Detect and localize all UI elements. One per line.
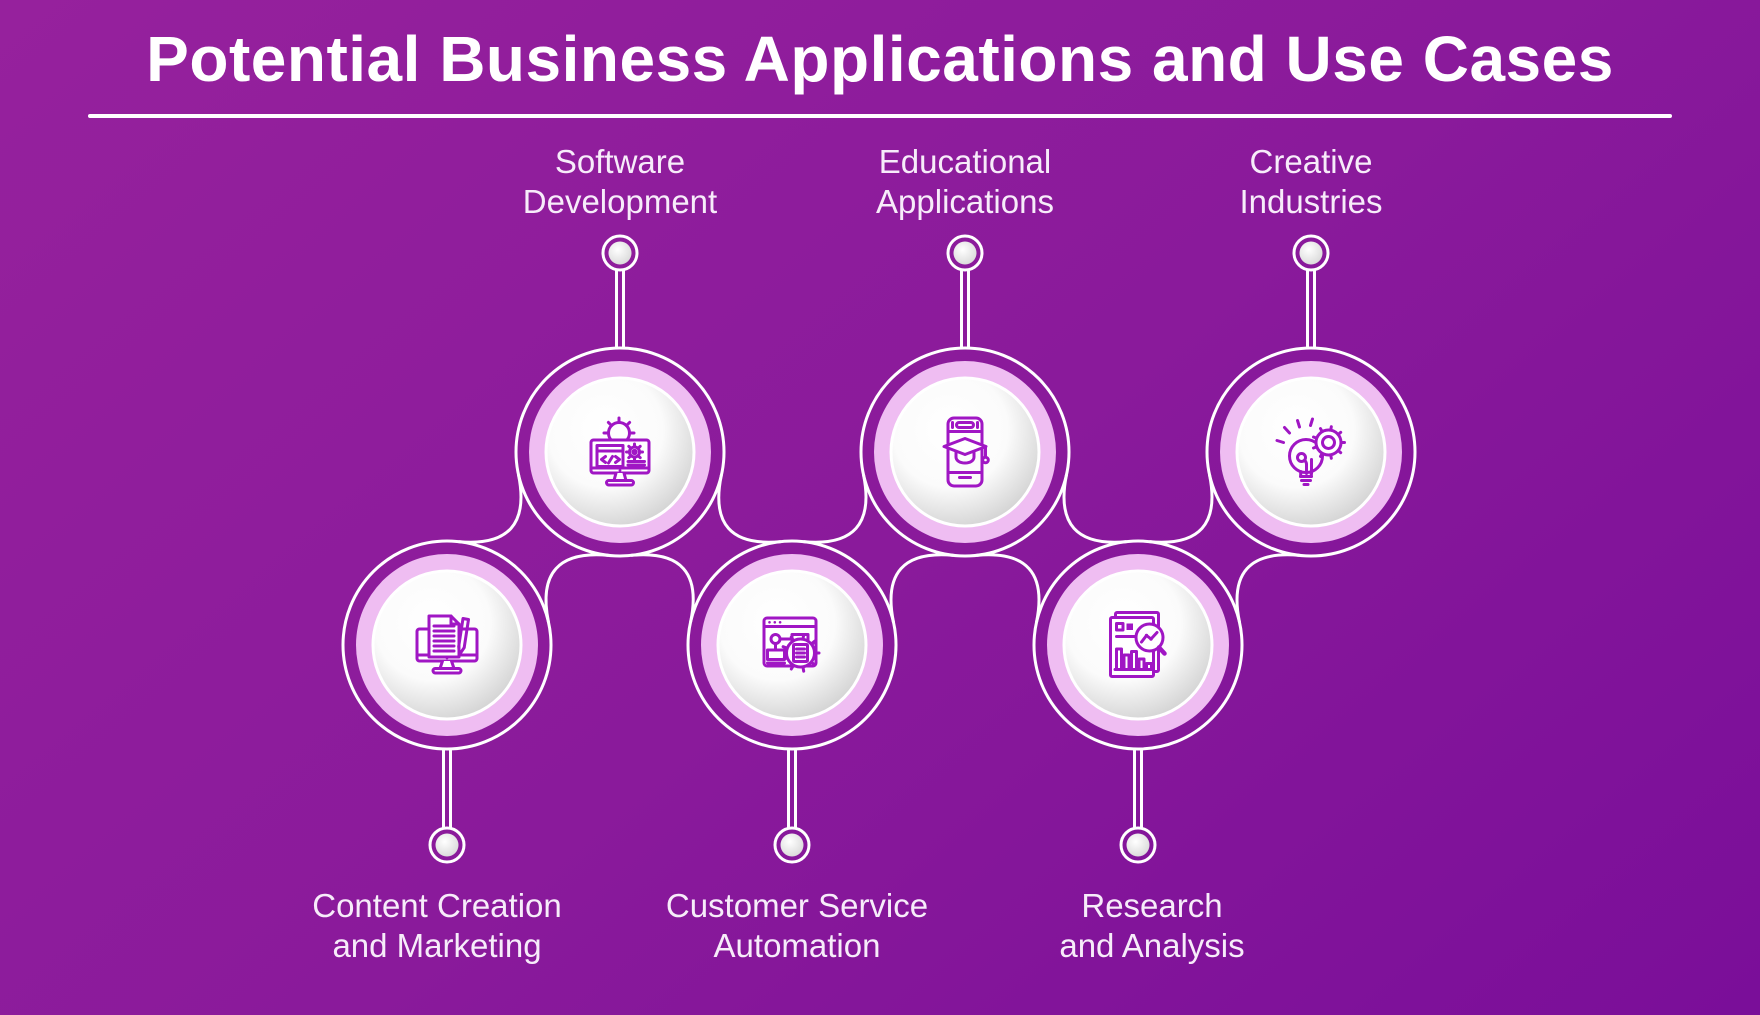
- connector-links: [428, 234, 1330, 864]
- label-customer-service-automation: Customer Service Automation: [627, 886, 967, 966]
- customer-service-icon: [762, 616, 821, 673]
- label-line: Creative: [1249, 143, 1373, 180]
- page-title: Potential Business Applications and Use …: [146, 23, 1614, 95]
- educational-applications-icon: [942, 416, 990, 488]
- label-line: Software: [554, 143, 686, 180]
- label-line: and Analysis: [1059, 927, 1245, 964]
- label-line: Applications: [876, 183, 1054, 220]
- label-line: Content Creation: [312, 887, 562, 924]
- label-content-creation-marketing: Content Creation and Marketing: [267, 886, 607, 966]
- creative-industries-icon: [1275, 417, 1346, 486]
- label-line: Industries: [1239, 183, 1383, 220]
- label-line: Automation: [713, 927, 881, 964]
- label-line: Development: [522, 183, 718, 220]
- title-underline: [88, 114, 1672, 118]
- label-research-and-analysis: Research and Analysis: [982, 886, 1322, 966]
- label-educational-applications: Educational Applications: [815, 142, 1115, 222]
- label-software-development: Software Development: [470, 142, 770, 222]
- label-line: Research: [1081, 887, 1223, 924]
- software-development-icon: [589, 416, 651, 487]
- label-creative-industries: Creative Industries: [1161, 142, 1461, 222]
- label-line: Educational: [878, 143, 1052, 180]
- content-creation-icon: [415, 614, 479, 675]
- node-circles: [341, 346, 1417, 751]
- label-line: and Marketing: [332, 927, 542, 964]
- label-line: Customer Service: [665, 887, 929, 924]
- research-analysis-icon: [1109, 611, 1167, 678]
- node-icons: [415, 416, 1346, 678]
